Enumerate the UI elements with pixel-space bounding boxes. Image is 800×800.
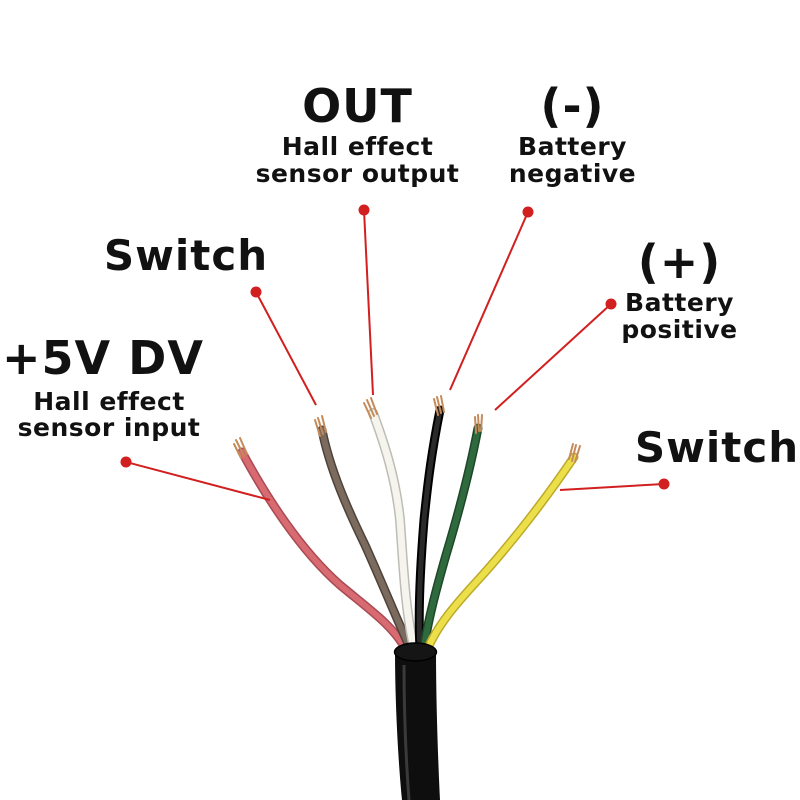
label-positive: (+) Battery positive bbox=[612, 238, 747, 343]
label-out: OUT Hall effect sensor output bbox=[255, 82, 460, 187]
label-negative: (-) Battery negative bbox=[500, 82, 645, 187]
label-vplus-desc1: Hall effect bbox=[33, 387, 185, 416]
label-switch-left: Switch bbox=[100, 231, 272, 280]
label-positive-title: (+) bbox=[637, 235, 722, 289]
label-positive-desc2: positive bbox=[621, 314, 738, 344]
label-switch-right-title: Switch bbox=[634, 423, 800, 472]
label-negative-title: (-) bbox=[540, 79, 605, 133]
label-out-title: OUT bbox=[302, 79, 413, 133]
leader-dots bbox=[120, 204, 670, 490]
label-vplus-desc: Hall effect sensor input bbox=[10, 387, 208, 443]
label-negative-desc2: negative bbox=[508, 158, 637, 188]
label-vplus-title: +5V DV bbox=[2, 331, 204, 385]
label-out-desc1: Hall effect bbox=[281, 132, 434, 162]
cable-jacket bbox=[393, 642, 440, 800]
label-out-desc2: sensor output bbox=[255, 158, 460, 188]
label-negative-desc1: Battery bbox=[518, 132, 627, 162]
label-positive-desc1: Battery bbox=[625, 288, 734, 318]
label-vplus-desc2: sensor input bbox=[17, 413, 201, 443]
label-vplus: +5V DV bbox=[2, 331, 204, 385]
label-switch-left-title: Switch bbox=[103, 231, 269, 280]
leader-lines bbox=[125, 209, 665, 501]
label-switch-right: Switch bbox=[634, 423, 800, 472]
copper-tips bbox=[233, 395, 581, 463]
